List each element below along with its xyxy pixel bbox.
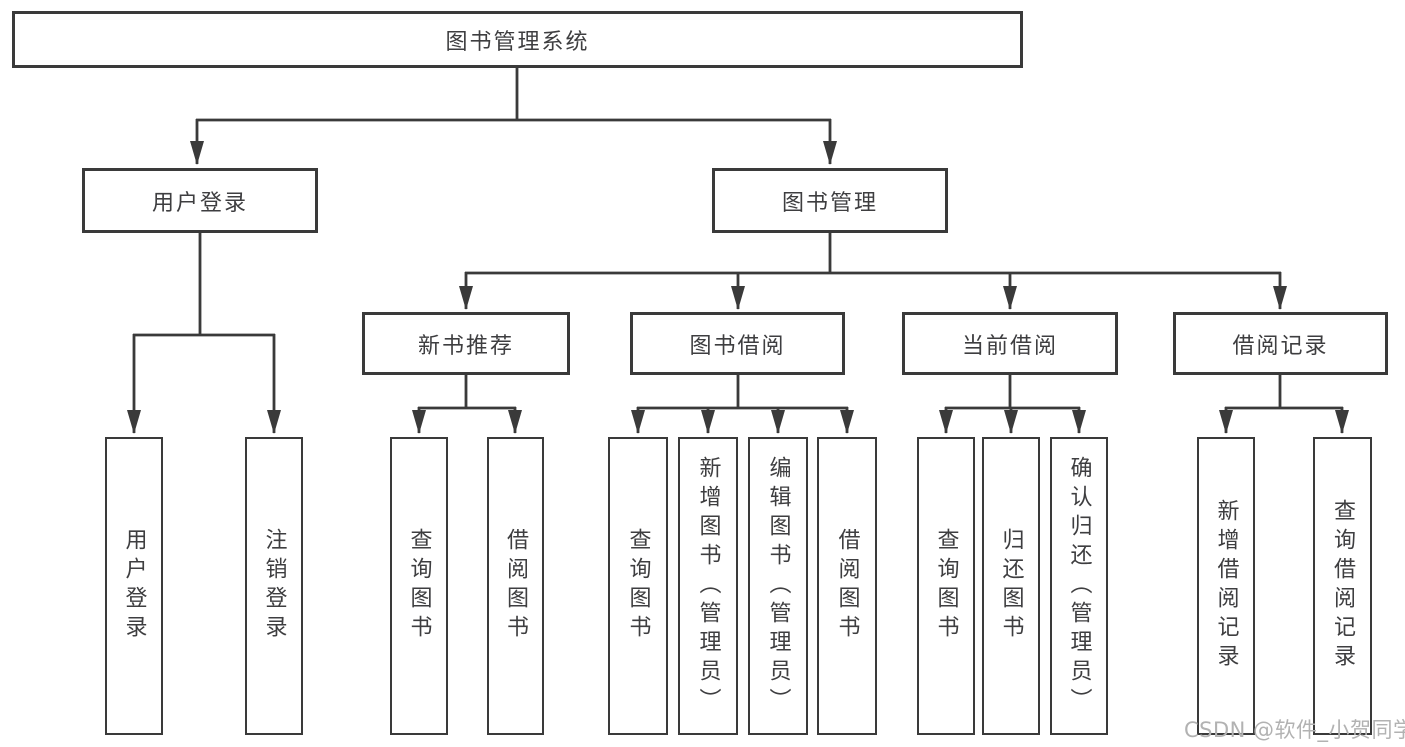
node-leaf-add-borrow-record: 新增借阅记录 (1197, 437, 1255, 735)
node-leaf-query-books-a: 查询图书 (390, 437, 448, 735)
node-user-login-module: 用户登录 (82, 168, 318, 233)
node-leaf-query-books-b: 查询图书 (608, 437, 668, 735)
node-leaf-borrow-books-a: 借阅图书 (487, 437, 544, 735)
node-leaf-add-book-admin: 新增图书（管理员） (678, 437, 738, 735)
node-current-borrowing: 当前借阅 (902, 312, 1118, 375)
node-library-management-system: 图书管理系统 (12, 11, 1023, 68)
node-borrowing-records: 借阅记录 (1173, 312, 1388, 375)
node-book-borrowing: 图书借阅 (630, 312, 845, 375)
node-leaf-user-login: 用户登录 (105, 437, 163, 735)
node-leaf-confirm-return-admin: 确认归还（管理员） (1050, 437, 1108, 735)
node-new-book-recommendation: 新书推荐 (362, 312, 570, 375)
node-leaf-return-books: 归还图书 (982, 437, 1040, 735)
node-leaf-query-books-c: 查询图书 (917, 437, 975, 735)
node-leaf-logout: 注销登录 (245, 437, 303, 735)
node-leaf-edit-book-admin: 编辑图书（管理员） (748, 437, 808, 735)
node-leaf-borrow-books-b: 借阅图书 (817, 437, 877, 735)
node-book-management-module: 图书管理 (712, 168, 948, 233)
csdn-watermark: CSDN @软件_小贺同学 (1184, 718, 1405, 742)
node-leaf-query-borrow-record: 查询借阅记录 (1313, 437, 1372, 735)
